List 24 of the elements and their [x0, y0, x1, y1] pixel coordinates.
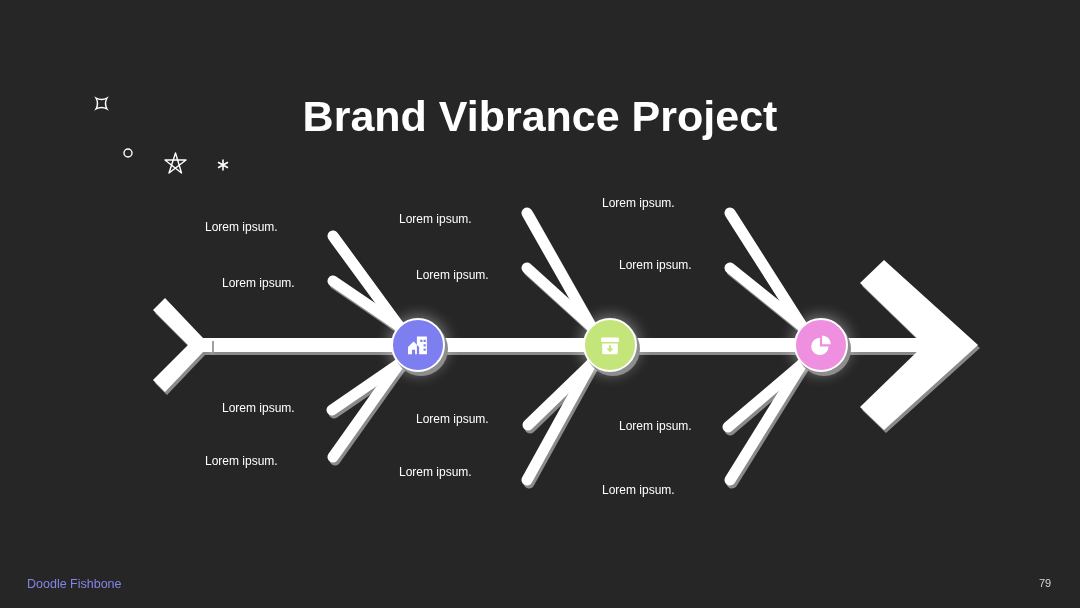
cause-text: Lorem ipsum.: [399, 211, 472, 227]
cause-text: Lorem ipsum.: [416, 411, 489, 427]
category-circle: [794, 318, 848, 372]
category-circle: [391, 318, 445, 372]
bone-line: [724, 262, 808, 332]
cause-text: Lorem ipsum.: [222, 400, 295, 416]
bone-line: [327, 275, 405, 332]
cause-text: Lorem ipsum.: [619, 418, 692, 434]
cause-text: Lorem ipsum.: [205, 219, 278, 235]
cause-text: Lorem ipsum.: [416, 267, 489, 283]
bone-line: [521, 262, 597, 332]
arrow-tail-chevron: [153, 298, 212, 392]
cause-text: Lorem ipsum.: [399, 464, 472, 480]
cause-text: Lorem ipsum.: [619, 257, 692, 273]
slide-title: Brand Vibrance Project: [302, 91, 778, 142]
page-number: 79: [1039, 576, 1052, 590]
bone-line: [724, 358, 808, 486]
cause-text: Lorem ipsum.: [602, 195, 675, 211]
category-circle: [583, 318, 637, 372]
footer-text: Doodle Fishbone: [27, 576, 122, 592]
cause-text: Lorem ipsum.: [602, 482, 675, 498]
bone-line: [521, 358, 597, 486]
cause-text: Lorem ipsum.: [222, 275, 295, 291]
cause-text: Lorem ipsum.: [205, 453, 278, 469]
